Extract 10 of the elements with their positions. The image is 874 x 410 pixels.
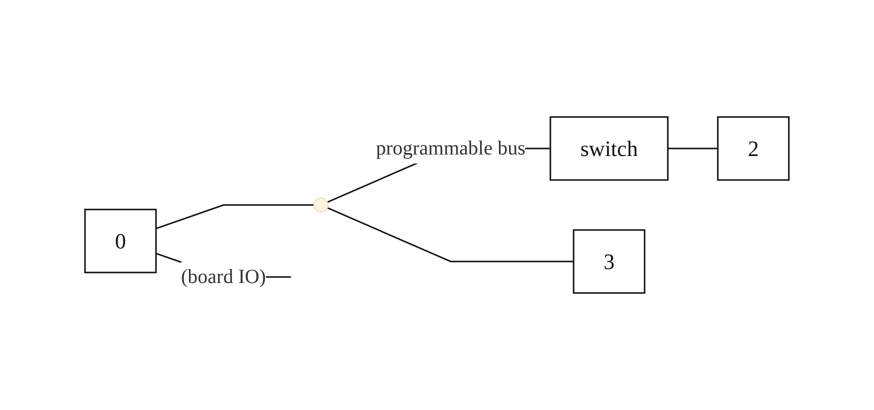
edge-label: (board IO) — [181, 266, 266, 288]
connector — [668, 148, 718, 150]
node-box: switch — [550, 116, 669, 181]
node-circle — [314, 198, 329, 212]
node-box: 2 — [717, 116, 790, 181]
node-box: 3 — [572, 229, 646, 294]
node-box: 0 — [84, 208, 157, 274]
edge-label: programmable bus — [376, 138, 526, 160]
connector — [327, 207, 574, 262]
connector — [156, 204, 314, 230]
